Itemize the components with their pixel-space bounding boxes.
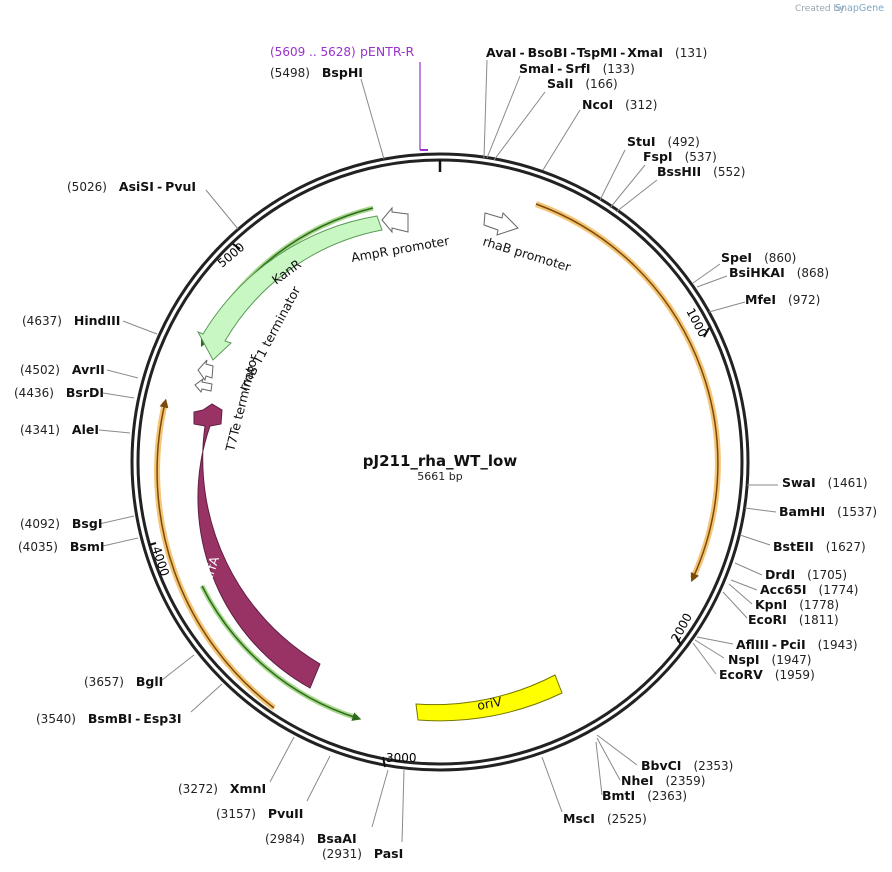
snapgene-credit: Created by SnapGene [795, 3, 884, 14]
site-label[interactable]: DrdI(1705) [765, 567, 847, 582]
site-label[interactable]: (4637)HindIII [22, 313, 120, 328]
green-arc-bottom[interactable] [199, 584, 362, 721]
site-label[interactable]: (5026)AsiSI-PvuI [67, 179, 196, 194]
site-label[interactable]: KpnI(1778) [755, 597, 839, 612]
site-label[interactable]: MscI(2525) [563, 811, 647, 826]
site-label[interactable]: BbvCI(2353) [641, 758, 733, 773]
site-label[interactable]: (4502)AvrII [20, 362, 105, 377]
site-label[interactable]: (3540)BsmBI-Esp3I [36, 711, 182, 726]
site-label[interactable]: SpeI(860) [721, 250, 796, 265]
site-label[interactable]: EcoRI(1811) [748, 612, 839, 627]
site-label[interactable]: NcoI(312) [582, 97, 657, 112]
feature-ampr-promoter[interactable]: AmpR promoter [350, 206, 451, 265]
site-label[interactable]: (4436)BsrDI [14, 385, 104, 400]
site-label[interactable]: BsiHKAI(868) [729, 265, 829, 280]
feature-label-rhab-promoter: rhaB promoter [481, 234, 573, 275]
credit-prefix: Created by [795, 4, 845, 14]
site-label[interactable]: SmaI-SrfI(133) [519, 61, 635, 76]
site-label[interactable]: (4341)AleI [20, 422, 99, 437]
site-label[interactable]: NspI(1947) [728, 652, 811, 667]
site-labels[interactable]: AvaI-BsoBI-TspMI-XmaI(131) SmaI-SrfI(133… [14, 45, 877, 861]
site-label[interactable]: BmtI(2363) [602, 788, 687, 803]
orf-arc-left[interactable] [154, 398, 276, 711]
site-label[interactable]: Acc65I(1774) [760, 582, 858, 597]
feature-label-oriv: oriV [476, 694, 503, 713]
feature-label-trfa: trfA [201, 554, 223, 581]
primer-range: (5609 .. 5628) [270, 45, 356, 59]
feature-rhab-promoter[interactable]: rhaB promoter [481, 211, 573, 275]
site-label[interactable]: NheI(2359) [621, 773, 705, 788]
site-label[interactable]: BstEII(1627) [773, 539, 866, 554]
site-label[interactable]: (3272)XmnI [178, 781, 266, 796]
credit-brand: SnapGene [835, 3, 884, 14]
primer-name: pENTR-R [360, 44, 415, 59]
site-label[interactable]: (4092)BsgI [20, 516, 102, 531]
plasmid-name: pJ211_rha_WT_low [363, 452, 518, 470]
feature-trfa[interactable]: trfA [182, 403, 321, 689]
site-label[interactable]: EcoRV(1959) [719, 667, 815, 682]
site-label[interactable]: (4035)BsmI [18, 539, 105, 554]
site-label[interactable]: SwaI(1461) [782, 475, 868, 490]
site-label[interactable]: FspI(537) [643, 149, 717, 164]
site-label[interactable]: AflIII-PciI(1943) [736, 637, 858, 652]
site-label[interactable]: AvaI-BsoBI-TspMI-XmaI(131) [486, 45, 707, 60]
feature-label-t7te-terminator: T7Te terminator [222, 352, 261, 454]
site-label[interactable]: BssHII(552) [657, 164, 745, 179]
site-leaders [98, 59, 778, 843]
site-label[interactable]: (3157)PvuII [216, 806, 303, 821]
site-label[interactable]: (2984)BsaAI [265, 831, 357, 846]
site-label[interactable]: (5498)BspHI [270, 65, 363, 80]
site-label[interactable]: StuI(492) [627, 134, 700, 149]
plasmid-length: 5661 bp [417, 470, 462, 483]
site-label[interactable]: BamHI(1537) [779, 504, 877, 519]
site-label[interactable]: SalI(166) [547, 76, 618, 91]
site-label[interactable]: (2931)PasI [322, 846, 403, 861]
tick-3000: 3000 [386, 751, 417, 765]
feature-label-ampr-promoter: AmpR promoter [350, 233, 451, 265]
orf-arc-right[interactable] [534, 201, 721, 583]
primer-pentr-r[interactable]: (5609 .. 5628) pENTR-R [270, 44, 428, 151]
site-label[interactable]: MfeI(972) [745, 292, 820, 307]
site-label[interactable]: (3657)BglI [84, 674, 163, 689]
feature-oriv[interactable]: oriV [415, 674, 563, 722]
